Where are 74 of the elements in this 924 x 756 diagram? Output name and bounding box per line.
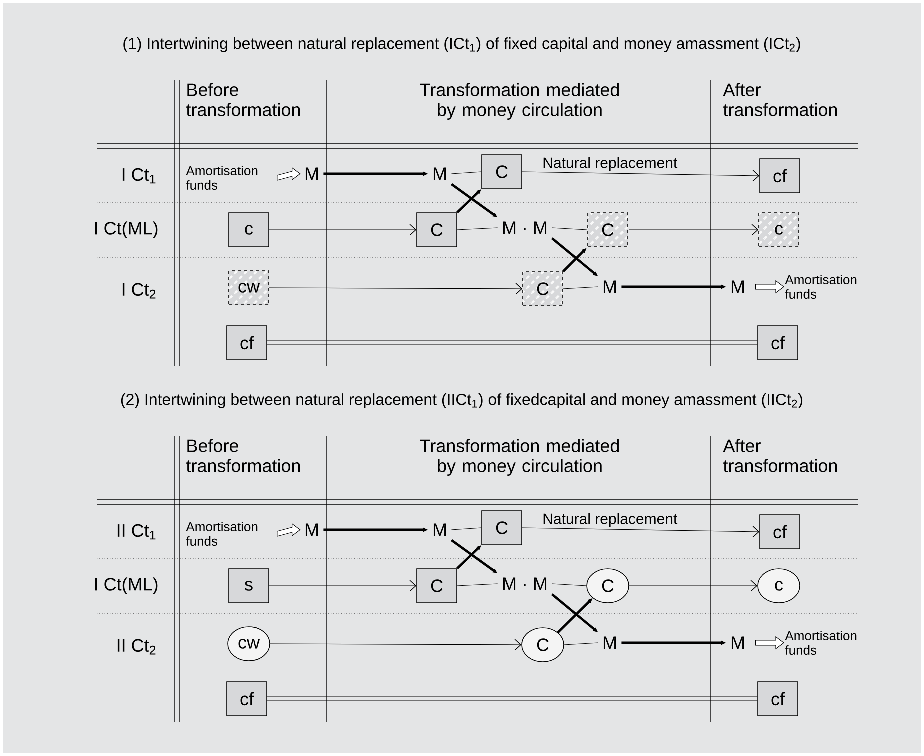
symbol-label: M bbox=[434, 168, 446, 180]
connector-line bbox=[457, 584, 498, 586]
hatched-dashed-box: cw bbox=[228, 270, 270, 306]
arrow bbox=[456, 190, 482, 214]
note-text: Amortisation funds bbox=[186, 522, 258, 546]
column-header: Before transformation bbox=[186, 83, 300, 116]
symbol-label: M bbox=[732, 280, 744, 294]
connector-line bbox=[564, 642, 599, 646]
row-label: II Ct$_{1}$ bbox=[118, 524, 156, 540]
square-box: cf bbox=[760, 514, 800, 550]
note-text: Amortisation funds bbox=[785, 630, 857, 656]
square-box: C bbox=[482, 510, 522, 546]
panel-heading: (2) Intertwining between natural replacement (IICt$_{1}$) of fixedcapital and money amassment (IICt$_{2}$) bbox=[121, 394, 803, 408]
arrow bbox=[522, 526, 760, 538]
connector-line bbox=[451, 172, 482, 174]
connector-line bbox=[552, 584, 587, 586]
symbol-label: M · M bbox=[504, 222, 546, 234]
panel-heading: (1) Intertwining between natural replacement (ICt$_{1}$) of fixed capital and money amassment (ICt$_{2}$) bbox=[124, 38, 800, 52]
connector-line bbox=[563, 286, 599, 290]
edge-label: Natural replacement bbox=[542, 512, 679, 528]
symbol-label: M · M bbox=[504, 578, 546, 590]
hollow-arrow bbox=[755, 636, 785, 650]
column-header: Before transformation bbox=[186, 439, 300, 472]
column-header: Transformation mediated by money circulation bbox=[420, 439, 620, 476]
symbol-label: M bbox=[306, 168, 318, 180]
column-header: Transformation mediated by money circulation bbox=[420, 83, 620, 120]
column-header: After transformation bbox=[723, 83, 838, 116]
hollow-arrow bbox=[277, 167, 301, 181]
connector-line bbox=[552, 228, 588, 230]
row-label: I Ct$_{1}$ bbox=[122, 168, 156, 184]
square-box: cf bbox=[758, 682, 798, 716]
hatched-dashed-box: C bbox=[588, 212, 628, 248]
arrow bbox=[629, 580, 758, 592]
ellipse-node: cw bbox=[228, 626, 270, 662]
ellipse-node: c bbox=[758, 568, 800, 604]
connector-line bbox=[451, 528, 482, 530]
square-box: cf bbox=[758, 326, 798, 360]
arrow bbox=[522, 170, 760, 182]
hatched-dashed-box: c bbox=[758, 212, 800, 248]
row-label: I Ct(ML) bbox=[95, 222, 158, 238]
arrow bbox=[270, 639, 522, 651]
arrow bbox=[269, 580, 417, 592]
square-box: C bbox=[416, 568, 458, 604]
double-line bbox=[267, 340, 758, 346]
symbol-label: M bbox=[306, 524, 318, 536]
column-header: After transformation bbox=[723, 439, 838, 472]
square-box: s bbox=[228, 568, 270, 604]
hollow-arrow bbox=[755, 280, 785, 294]
row-label: I Ct(ML) bbox=[95, 578, 158, 594]
arrow bbox=[456, 546, 482, 570]
symbol-label: M bbox=[732, 636, 744, 650]
ellipse-node: C bbox=[522, 628, 564, 662]
square-box: C bbox=[416, 212, 458, 248]
symbol-label: M bbox=[434, 524, 446, 536]
double-line bbox=[267, 696, 758, 702]
arrow bbox=[628, 224, 759, 236]
ellipse-node: C bbox=[586, 568, 630, 604]
hollow-arrow bbox=[277, 523, 301, 537]
edge-label: Natural replacement bbox=[542, 156, 679, 172]
symbol-label: M bbox=[604, 280, 616, 294]
square-box: cf bbox=[226, 682, 268, 716]
row-label: I Ct$_{2}$ bbox=[122, 283, 156, 299]
symbol-label: M bbox=[604, 636, 616, 650]
hatched-dashed-box: C bbox=[522, 272, 564, 306]
square-box: c bbox=[228, 212, 270, 248]
square-box: cf bbox=[226, 326, 268, 360]
note-text: Amortisation funds bbox=[186, 166, 258, 190]
connector-line bbox=[457, 228, 498, 230]
square-box: C bbox=[482, 154, 522, 190]
note-text: Amortisation funds bbox=[785, 274, 857, 300]
square-box: cf bbox=[760, 158, 800, 194]
row-label: II Ct$_{2}$ bbox=[118, 639, 156, 655]
arrow bbox=[269, 224, 417, 236]
arrow bbox=[269, 283, 523, 295]
